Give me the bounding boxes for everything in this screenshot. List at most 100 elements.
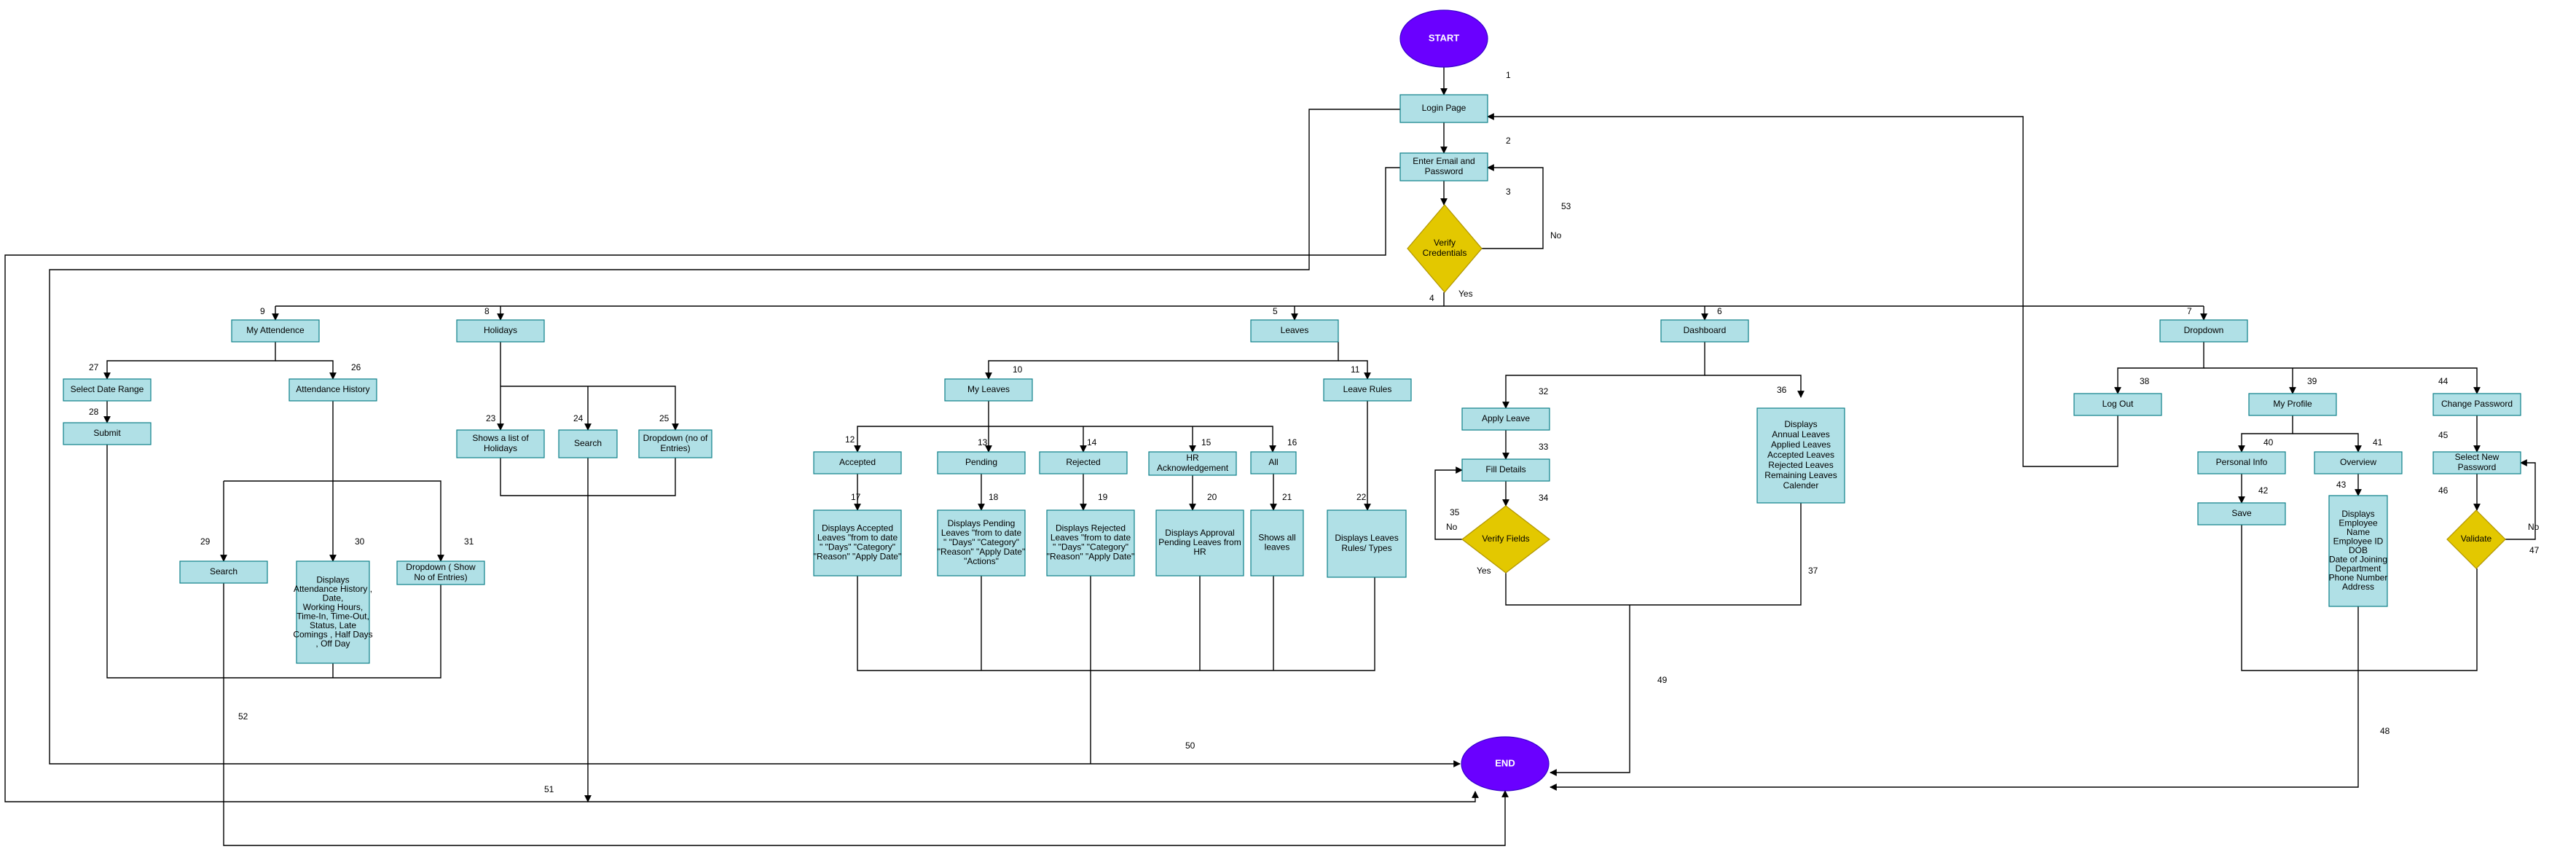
- rejected-node-label: Rejected: [1066, 457, 1100, 467]
- edge-number-21: 21: [1282, 492, 1292, 502]
- connector: [1482, 164, 1544, 249]
- select-date-range-node: Select Date Range: [63, 378, 152, 402]
- decision-no-label: No: [1550, 230, 1562, 241]
- log-out-node-shape: [2073, 393, 2162, 416]
- edge-number-47: 47: [2529, 545, 2540, 555]
- end-node-label: END: [1495, 757, 1515, 768]
- leaves-node: Leaves: [1250, 319, 1339, 343]
- connector: [224, 480, 444, 562]
- search-attendance-node-shape: [179, 560, 268, 584]
- edge-number-7: 7: [2187, 306, 2192, 316]
- edge-number-2: 2: [1506, 136, 1511, 146]
- start-node-label: START: [1429, 32, 1459, 43]
- edge-number-5: 5: [1273, 306, 1278, 316]
- overview-details-node-shape: [2328, 495, 2388, 607]
- attendance-history-node-shape: [288, 378, 377, 402]
- my-profile-node-label: My Profile: [2273, 399, 2312, 409]
- accepted-details-node-shape: [813, 509, 902, 577]
- connector: [2238, 415, 2293, 453]
- edge-number-15: 15: [1201, 437, 1212, 448]
- connector: [2114, 342, 2204, 394]
- save-node-shape: [2197, 502, 2286, 525]
- connector: [4, 167, 1479, 802]
- connector: [1487, 113, 2118, 467]
- verify-fields-node-shape: [1461, 505, 1550, 574]
- verify-fields-node-label: Verify Fields: [1482, 534, 1529, 544]
- edge-number-4: 4: [1429, 293, 1434, 303]
- end-node-shape: [1461, 736, 1550, 792]
- edge-number-31: 31: [464, 536, 474, 547]
- edge-number-42: 42: [2258, 485, 2269, 496]
- edge-number-38: 38: [2140, 376, 2150, 386]
- apply-leave-node-shape: [1461, 407, 1550, 431]
- pending-node-shape: [937, 451, 1026, 474]
- edge-number-41: 41: [2373, 437, 2383, 448]
- edge-number-51: 51: [544, 784, 554, 794]
- edge-number-44: 44: [2438, 376, 2449, 386]
- enter-email-node-shape: [1399, 152, 1488, 181]
- edge-number-12: 12: [845, 434, 855, 445]
- dashboard-details-node-shape: [1756, 407, 1845, 504]
- edge-number-11: 11: [1351, 364, 1360, 375]
- connector: [1550, 605, 1630, 776]
- accepted-node: Accepted: [813, 451, 902, 474]
- edge-number-14: 14: [1087, 437, 1097, 448]
- holidays-node: Holidays: [456, 319, 545, 343]
- connector: [989, 426, 1276, 453]
- connector: [985, 342, 1339, 380]
- my-profile-node-shape: [2248, 393, 2337, 416]
- edge-number-34: 34: [1539, 493, 1549, 503]
- decision-no-label: No: [2528, 522, 2540, 532]
- edge-number-23: 23: [486, 413, 496, 423]
- my-leaves-node-shape: [944, 378, 1033, 402]
- start-node-shape: [1399, 9, 1488, 68]
- my-attendence-node-label: My Attendence: [246, 325, 305, 335]
- accepted-node-shape: [813, 451, 902, 474]
- my-leaves-node-label: My Leaves: [967, 384, 1010, 394]
- personal-info-node: Personal Info: [2197, 451, 2286, 474]
- my-attendence-node-shape: [231, 319, 320, 343]
- submit-node-shape: [63, 422, 152, 445]
- connector: [106, 445, 441, 679]
- holidays-node-shape: [456, 319, 545, 343]
- connector: [854, 426, 989, 453]
- edge-number-17: 17: [851, 492, 861, 502]
- attendance-details-node-shape: [296, 560, 370, 664]
- search-holidays-node-label: Search: [574, 438, 602, 448]
- connector: [1550, 606, 2359, 791]
- edge-number-1: 1: [1506, 70, 1511, 80]
- all-details-node-shape: [1250, 509, 1304, 577]
- edge-number-53: 53: [1561, 201, 1571, 211]
- select-date-range-node-label: Select Date Range: [71, 384, 144, 394]
- attendance-history-node: Attendance History: [288, 378, 377, 402]
- edge-number-36: 36: [1777, 385, 1787, 395]
- overview-node-label: Overview: [2340, 457, 2376, 467]
- dropdown-node-shape: [2159, 319, 2248, 343]
- connector: [500, 386, 679, 431]
- select-date-range-node-shape: [63, 378, 152, 402]
- leave-rules-node: Leave Rules: [1323, 378, 1412, 402]
- dashboard-node-label: Dashboard: [1684, 325, 1727, 335]
- rules-details-node-shape: [1327, 509, 1407, 578]
- connector: [1705, 375, 1805, 398]
- fill-details-node: Fill Details: [1461, 458, 1550, 482]
- connector: [1505, 503, 1802, 606]
